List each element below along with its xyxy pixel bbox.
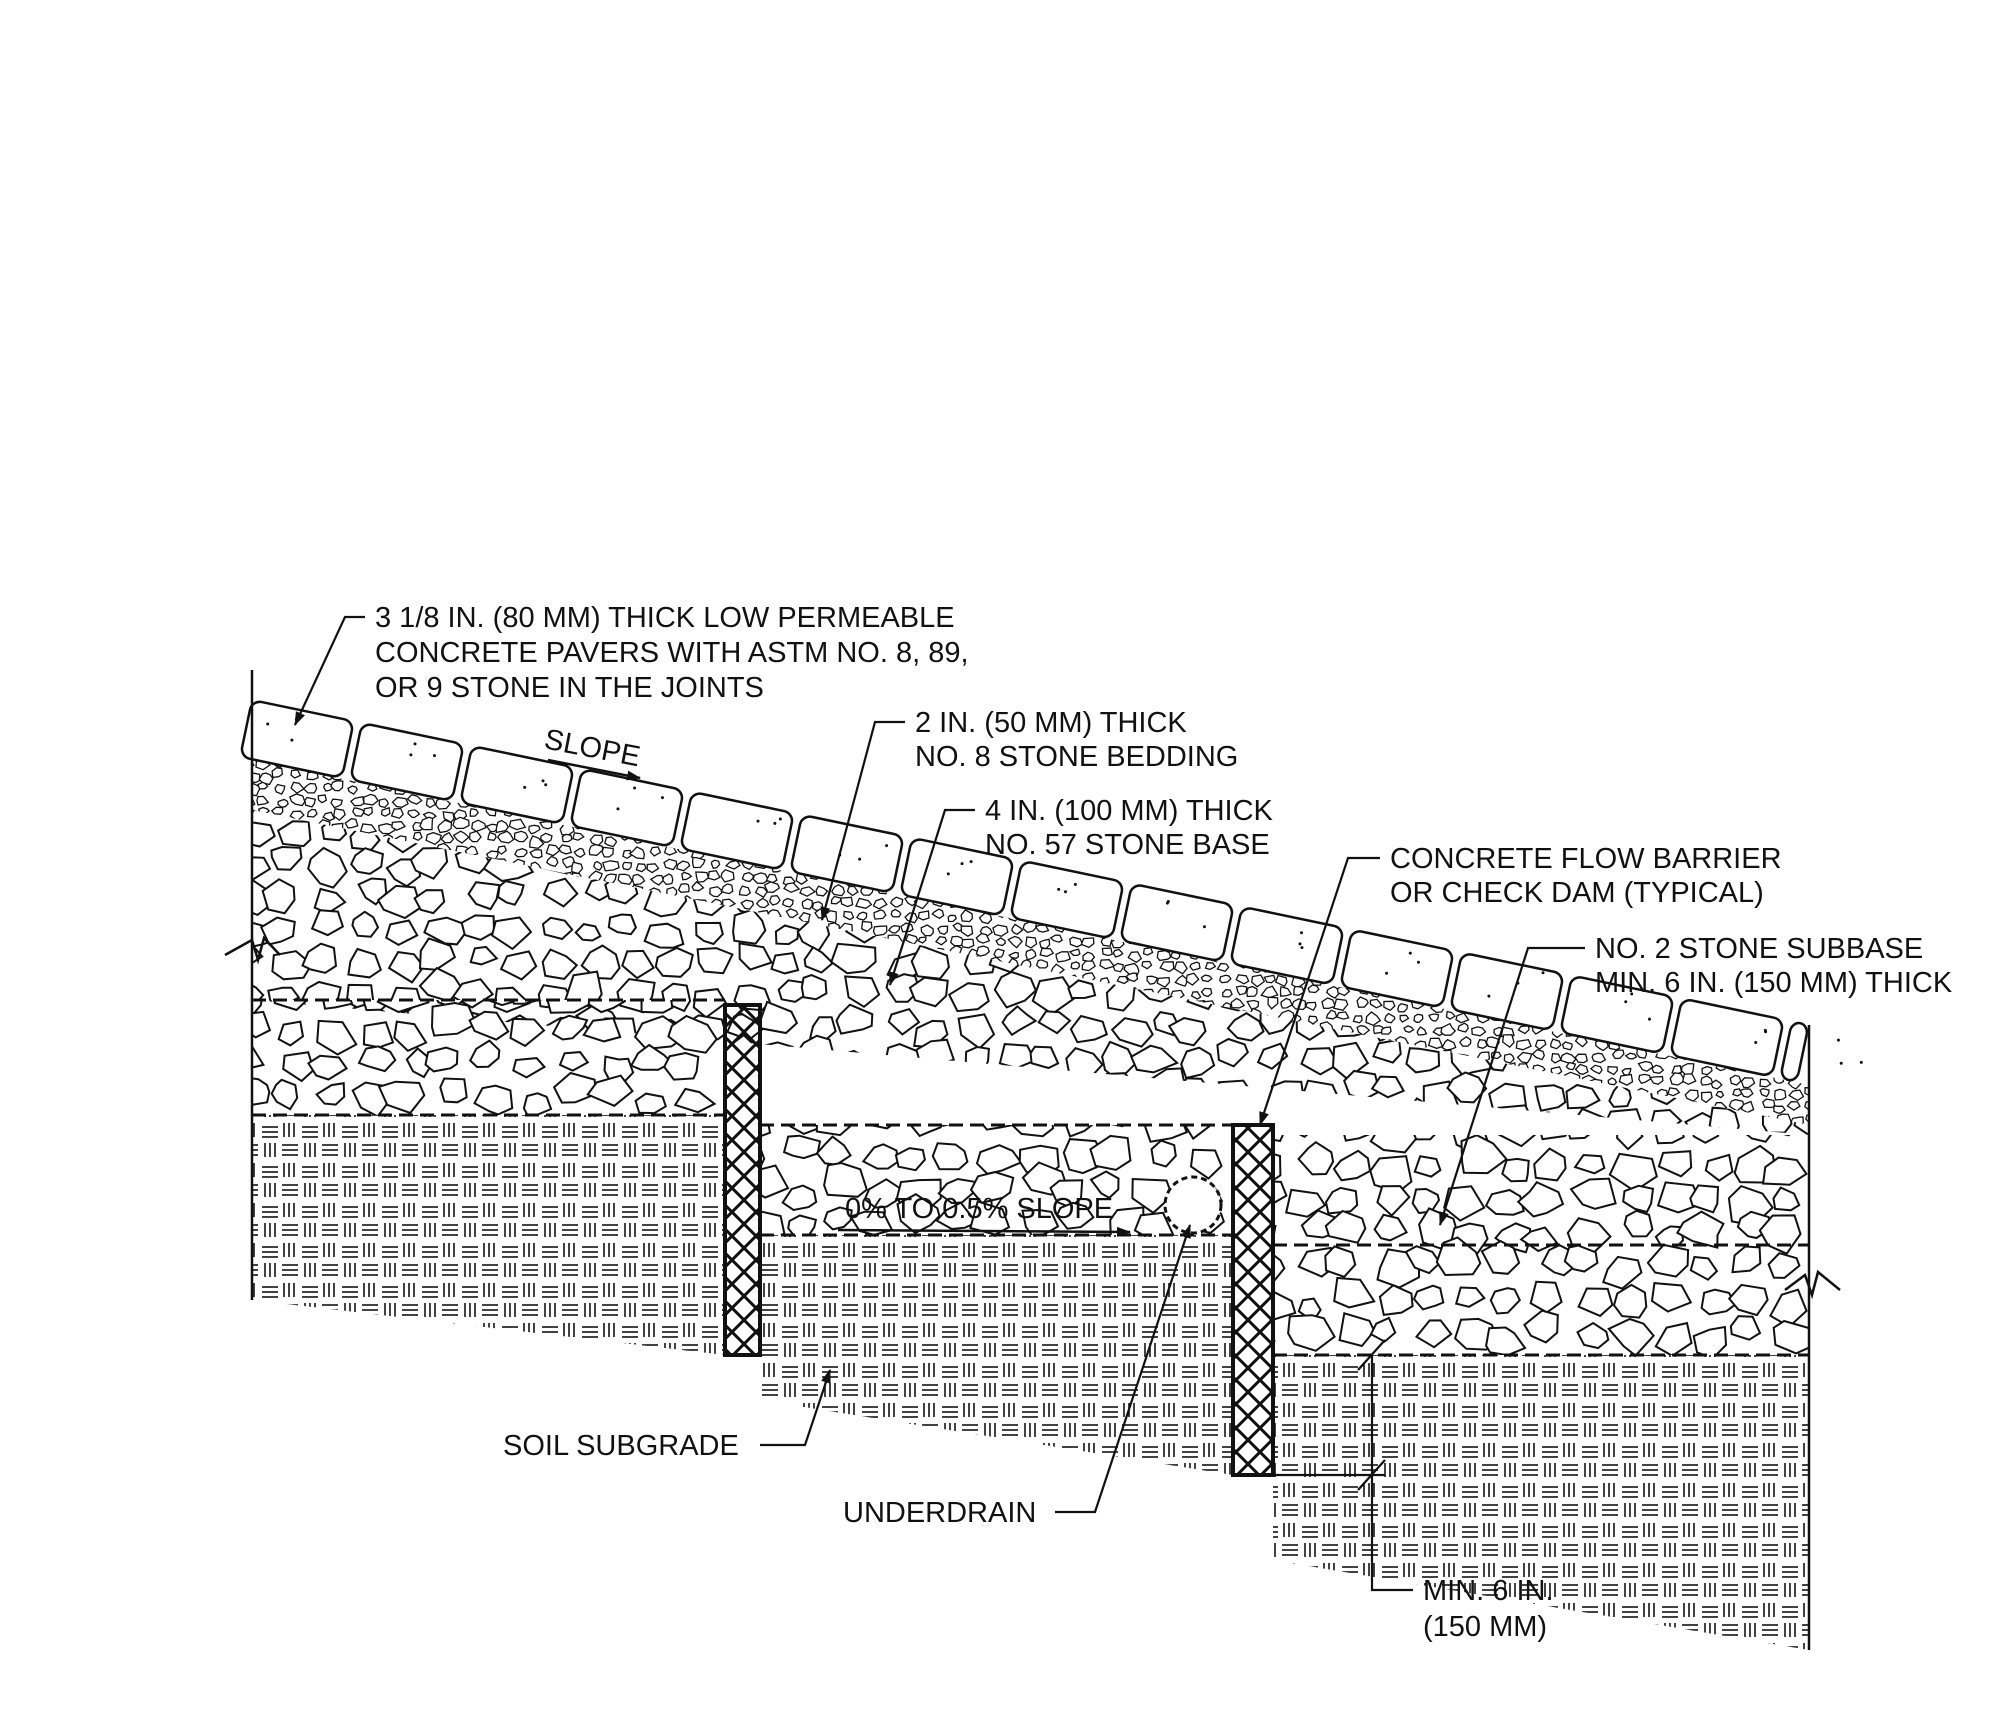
svg-text:NO. 2 STONE SUBBASE: NO. 2 STONE SUBBASE bbox=[1595, 933, 1923, 965]
surface-slope-arrow bbox=[547, 758, 641, 781]
label-base: 4 IN. (100 MM) THICK NO. 57 STONE BASE bbox=[985, 795, 1274, 861]
svg-text:4 IN. (100 MM) THICK: 4 IN. (100 MM) THICK bbox=[985, 795, 1274, 827]
label-subbase: NO. 2 STONE SUBBASE MIN. 6 IN. (150 MM) … bbox=[1595, 933, 1953, 999]
layer-boundaries bbox=[252, 998, 1809, 1357]
leader-lines bbox=[294, 615, 1585, 1592]
stone-subbase-texture-2 bbox=[760, 1125, 1225, 1235]
label-bedding: 2 IN. (50 MM) THICK NO. 8 STONE BEDDING bbox=[915, 707, 1238, 773]
svg-text:OR CHECK DAM (TYPICAL): OR CHECK DAM (TYPICAL) bbox=[1390, 877, 1764, 909]
concrete-pavers bbox=[240, 700, 1863, 1082]
label-subbase-slope: 0% TO 0.5% SLOPE bbox=[845, 1193, 1113, 1225]
stone-subbase-texture-3 bbox=[1273, 1135, 1809, 1355]
svg-text:2 IN. (50 MM) THICK: 2 IN. (50 MM) THICK bbox=[915, 707, 1187, 739]
flow-barrier-right bbox=[1231, 1123, 1275, 1477]
svg-text:CONCRETE PAVERS WITH ASTM NO.: CONCRETE PAVERS WITH ASTM NO. 8, 89, bbox=[375, 637, 969, 669]
svg-text:(150 MM): (150 MM) bbox=[1423, 1611, 1547, 1643]
underdrain-pipe bbox=[1163, 1175, 1223, 1235]
flow-barrier-left bbox=[723, 1003, 762, 1357]
svg-text:MIN. 6 IN.: MIN. 6 IN. bbox=[1423, 1575, 1554, 1607]
label-pavers: 3 1/8 IN. (80 MM) THICK LOW PERMEABLE CO… bbox=[375, 602, 969, 704]
label-barrier: CONCRETE FLOW BARRIER OR CHECK DAM (TYPI… bbox=[1390, 843, 1782, 909]
svg-text:NO. 57 STONE BASE: NO. 57 STONE BASE bbox=[985, 829, 1270, 861]
subbase-slope-arrow bbox=[837, 1226, 1131, 1237]
label-underdrain: UNDERDRAIN bbox=[843, 1497, 1036, 1529]
label-min-depth: MIN. 6 IN. (150 MM) bbox=[1423, 1575, 1554, 1643]
svg-text:CONCRETE FLOW BARRIER: CONCRETE FLOW BARRIER bbox=[1390, 843, 1782, 875]
svg-text:OR 9 STONE IN THE JOINTS: OR 9 STONE IN THE JOINTS bbox=[375, 672, 764, 704]
stone-subbase-texture-1 bbox=[252, 1000, 718, 1115]
svg-text:3 1/8 IN. (80 MM) THICK LOW P: 3 1/8 IN. (80 MM) THICK LOW PERMEABLE bbox=[375, 602, 955, 634]
svg-text:NO. 8 STONE BEDDING: NO. 8 STONE BEDDING bbox=[915, 741, 1238, 773]
label-soil-subgrade: SOIL SUBGRADE bbox=[503, 1430, 739, 1462]
soil-subgrade-hatch bbox=[252, 1115, 1809, 1650]
svg-text:MIN. 6 IN. (150 MM) THICK: MIN. 6 IN. (150 MM) THICK bbox=[1595, 967, 1953, 999]
section-edges bbox=[224, 670, 1841, 1650]
